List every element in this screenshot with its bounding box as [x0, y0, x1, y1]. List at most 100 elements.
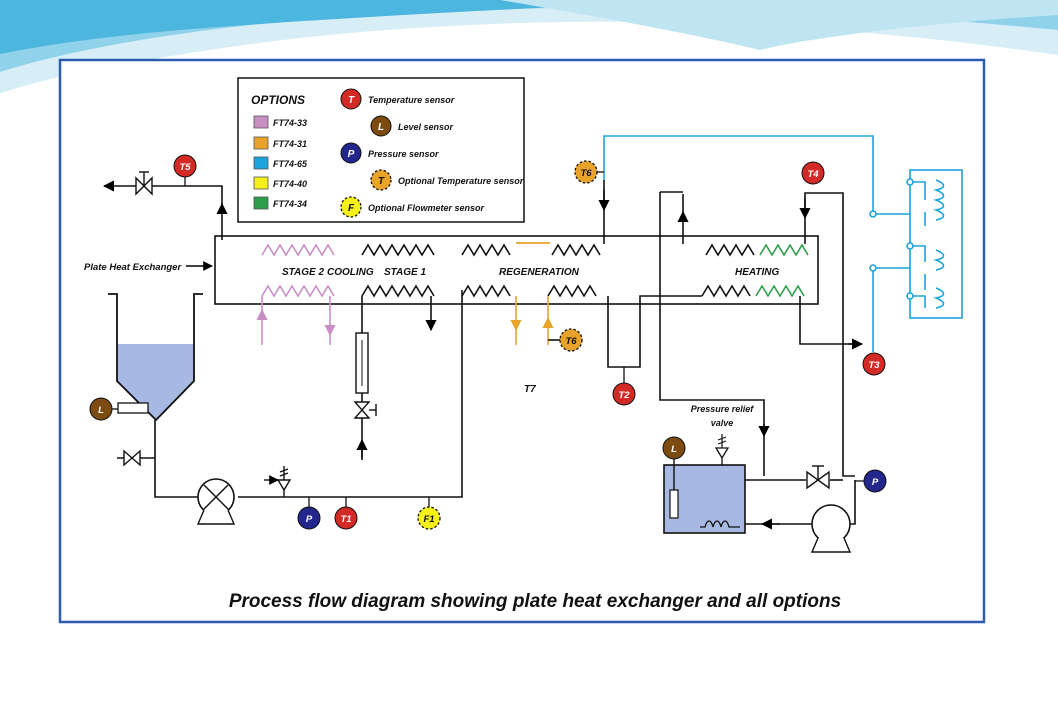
sensor-t3: T3	[862, 352, 886, 376]
flowmeter-sensor-icon	[417, 506, 441, 530]
pressure-sensor-icon	[297, 506, 321, 530]
sensor-label: F1	[423, 514, 434, 525]
flowmeter-sensor-icon	[340, 196, 362, 218]
heating-top-plates-option	[759, 243, 809, 257]
legend-option-label: FT74-40	[273, 179, 307, 189]
temperature-sensor-icon	[334, 506, 358, 530]
feed-pump	[196, 478, 236, 525]
sensor-label: T3	[868, 360, 880, 371]
wire	[910, 181, 926, 226]
legend-symbol-letter: P	[348, 149, 355, 160]
legend-option-label: FT74-31	[273, 139, 307, 149]
regen-bottom-plates-b	[547, 284, 597, 298]
temperature-sensor-icon	[340, 88, 362, 110]
legend-symbol-letter: T	[378, 176, 385, 187]
legend-symbol-label: Pressure sensor	[368, 149, 439, 159]
legend-option-label: FT74-65	[273, 159, 308, 169]
legend-box	[237, 77, 525, 223]
regen-top-plates-a	[461, 243, 511, 257]
feed-tank	[108, 293, 203, 422]
pump-discharge-pipe	[238, 290, 463, 498]
sensor-label: T2	[618, 390, 630, 401]
regen-bottom-plates-a	[461, 284, 511, 298]
section-stage1: STAGE 1	[384, 267, 426, 278]
pressure-sensor-icon	[340, 142, 362, 164]
legend-symbol-pressure: P Pressure sensor	[340, 142, 439, 164]
legend-options-title: OPTIONS	[251, 93, 305, 107]
legend-option-ft74-33: FT74-33	[253, 115, 307, 129]
t7-label: T7	[524, 384, 536, 395]
sensor-label: T6	[580, 168, 592, 179]
level-sensor-icon	[662, 436, 686, 460]
sensor-label: T4	[807, 169, 819, 180]
legend-symbol-label: Level sensor	[398, 122, 454, 132]
regen-option-connections	[510, 296, 560, 345]
hot-tank-level-probe	[669, 489, 679, 519]
electrical-circuit	[603, 135, 963, 352]
stage1-top-plates	[361, 243, 435, 257]
outlet-pipe	[188, 185, 223, 240]
regen-top-plates-b	[551, 243, 601, 257]
tank-outlet-pipe	[154, 420, 198, 498]
piping	[102, 180, 864, 530]
hot-pump-inlet-pipe	[850, 480, 856, 525]
drain-valve-icon	[123, 449, 141, 467]
hot-water-return-pipe	[659, 192, 765, 476]
legend-swatch	[253, 176, 269, 190]
heater-coil-icon	[933, 179, 945, 221]
terminal-icon	[906, 292, 914, 300]
legend-swatch	[253, 196, 269, 210]
phe-label: Plate Heat Exchanger	[84, 262, 182, 273]
t3-pipe	[799, 296, 862, 345]
t6-signal-wire	[603, 135, 874, 212]
legend-swatch	[253, 136, 269, 150]
relief-valve-label-2: valve	[711, 418, 734, 428]
section-heating: HEATING	[735, 267, 779, 278]
background-waves	[0, 0, 1058, 97]
legend-symbol-flowmeter: F Optional Flowmeter sensor	[340, 196, 485, 218]
legend-symbol-optional-temperature: T Optional Temperature sensor	[370, 169, 524, 191]
optional-temperature-sensor-icon	[370, 169, 392, 191]
sensor-t4: T4	[801, 161, 825, 185]
relief-valve-label-1: Pressure relief	[691, 404, 755, 414]
pump-base	[810, 537, 852, 553]
pump-base	[196, 509, 236, 525]
terminal-icon	[906, 242, 914, 250]
sensor-l-hot-tank: L	[662, 436, 686, 460]
stage2-bottom-plates	[261, 284, 335, 298]
legend-symbol-letter: F	[348, 203, 355, 214]
pump-cross	[203, 484, 229, 510]
valves	[123, 171, 830, 490]
legend-symbol-label: Optional Flowmeter sensor	[368, 203, 485, 213]
legend: OPTIONS FT74-33 FT74-31 FT74-65 FT74-40 …	[237, 77, 525, 223]
sensors: T5 T6 T4 T6 T2 T3 L	[89, 154, 887, 530]
legend-symbol-letter: T	[348, 95, 355, 106]
legend-option-label: FT74-34	[273, 199, 307, 209]
sensor-t5: T5	[173, 154, 197, 186]
sensor-p-pump: P	[297, 497, 321, 530]
legend-swatch	[253, 115, 269, 129]
hot-water-pump	[810, 504, 852, 553]
terminal-icon	[869, 264, 877, 272]
sensor-t1: T1	[334, 497, 358, 530]
stage2-connections	[256, 296, 336, 345]
legend-symbol-letter: L	[378, 122, 384, 133]
stage2-top-plates	[261, 243, 335, 257]
optional-temperature-sensor-icon	[574, 160, 598, 184]
sensor-l-feed-tank: L	[89, 397, 118, 421]
sensor-label: T6	[565, 336, 577, 347]
relief-spring-icon	[717, 434, 727, 448]
legend-symbol-temperature: T Temperature sensor	[340, 88, 455, 110]
cooling-valve-icon	[353, 401, 371, 419]
level-sensor-icon	[370, 115, 392, 137]
section-cooling: COOLING	[327, 267, 374, 278]
legend-option-ft74-34: FT74-34	[253, 196, 307, 210]
sensor-label: P	[872, 477, 879, 488]
feed-tank-outline	[108, 293, 203, 422]
sensor-label: P	[306, 514, 313, 525]
heating-top-plates	[705, 243, 755, 257]
plate-heat-exchanger: Plate Heat Exchanger STAGE 2 COOLING STA…	[84, 235, 819, 305]
temperature-sensor-icon	[612, 382, 636, 406]
sensor-t6-top: T6	[574, 160, 604, 184]
